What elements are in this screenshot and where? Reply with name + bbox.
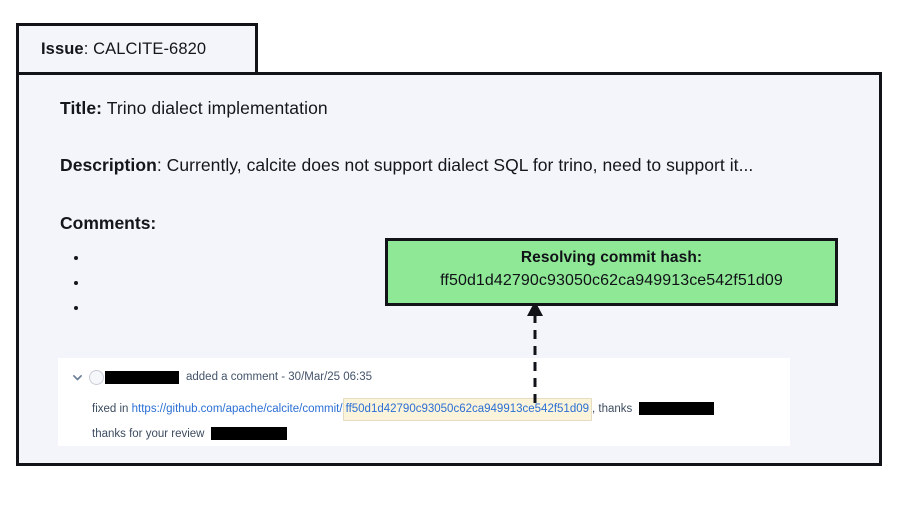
issue-tab-text: Issue: CALCITE-6820 (41, 40, 206, 59)
panel-content: Title: Trino dialect implementation Desc… (60, 98, 850, 323)
comment-card: added a comment - 30/Mar/25 06:35 fixed … (58, 358, 790, 446)
issue-tab-label: Issue (41, 39, 84, 58)
callout-commit-hash: ff50d1d42790c93050c62ca949913ce542f51d09 (440, 271, 783, 289)
issue-tab-separator: : (83, 39, 94, 58)
resolving-commit-callout: Resolving commit hash: ff50d1d42790c9305… (385, 238, 838, 306)
commit-link-hash-highlighted[interactable]: ff50d1d42790c93050c62ca949913ce542f51d09 (342, 398, 593, 421)
issue-title-line: Title: Trino dialect implementation (60, 98, 850, 119)
comment-meta: added a comment - 30/Mar/25 06:35 (186, 371, 372, 383)
comment-body-line-2: thanks for your review (92, 422, 790, 447)
commit-link-url[interactable]: https://github.com/apache/calcite/commit… (131, 403, 343, 415)
issue-description-line: Description: Currently, calcite does not… (60, 153, 780, 179)
issue-tab-id: CALCITE-6820 (93, 39, 207, 58)
list-item (60, 248, 850, 273)
description-label: Description (60, 155, 157, 175)
comment-header[interactable]: added a comment - 30/Mar/25 06:35 (58, 366, 790, 388)
chevron-down-icon[interactable] (72, 372, 83, 383)
title-label: Title: (60, 98, 103, 118)
list-item (60, 298, 850, 323)
comment-action-text: added a comment - (186, 371, 289, 383)
title-value: Trino dialect implementation (102, 98, 328, 118)
callout-title: Resolving commit hash: (520, 249, 703, 266)
redacted-author-name (105, 370, 179, 384)
list-item (60, 273, 850, 298)
issue-id-tab: Issue: CALCITE-6820 (16, 23, 258, 75)
comment-body: fixed in https://github.com/apache/calci… (58, 397, 790, 447)
comments-heading: Comments: (60, 212, 157, 233)
comment-timestamp: 30/Mar/25 06:35 (288, 371, 373, 383)
description-value: : Currently, calcite does not support di… (156, 155, 754, 175)
redacted-mention (639, 402, 715, 416)
redacted-reviewer (210, 427, 287, 441)
avatar (89, 369, 104, 385)
comment-body-after: , thanks (592, 403, 636, 415)
dashed-arrow-annotation (527, 301, 543, 403)
comment-body-line-1: fixed in https://github.com/apache/calci… (92, 397, 790, 422)
comment-body-prefix: fixed in (92, 403, 132, 415)
comment-second-line: thanks for your review (92, 428, 208, 440)
comments-bullet-list (60, 248, 850, 323)
